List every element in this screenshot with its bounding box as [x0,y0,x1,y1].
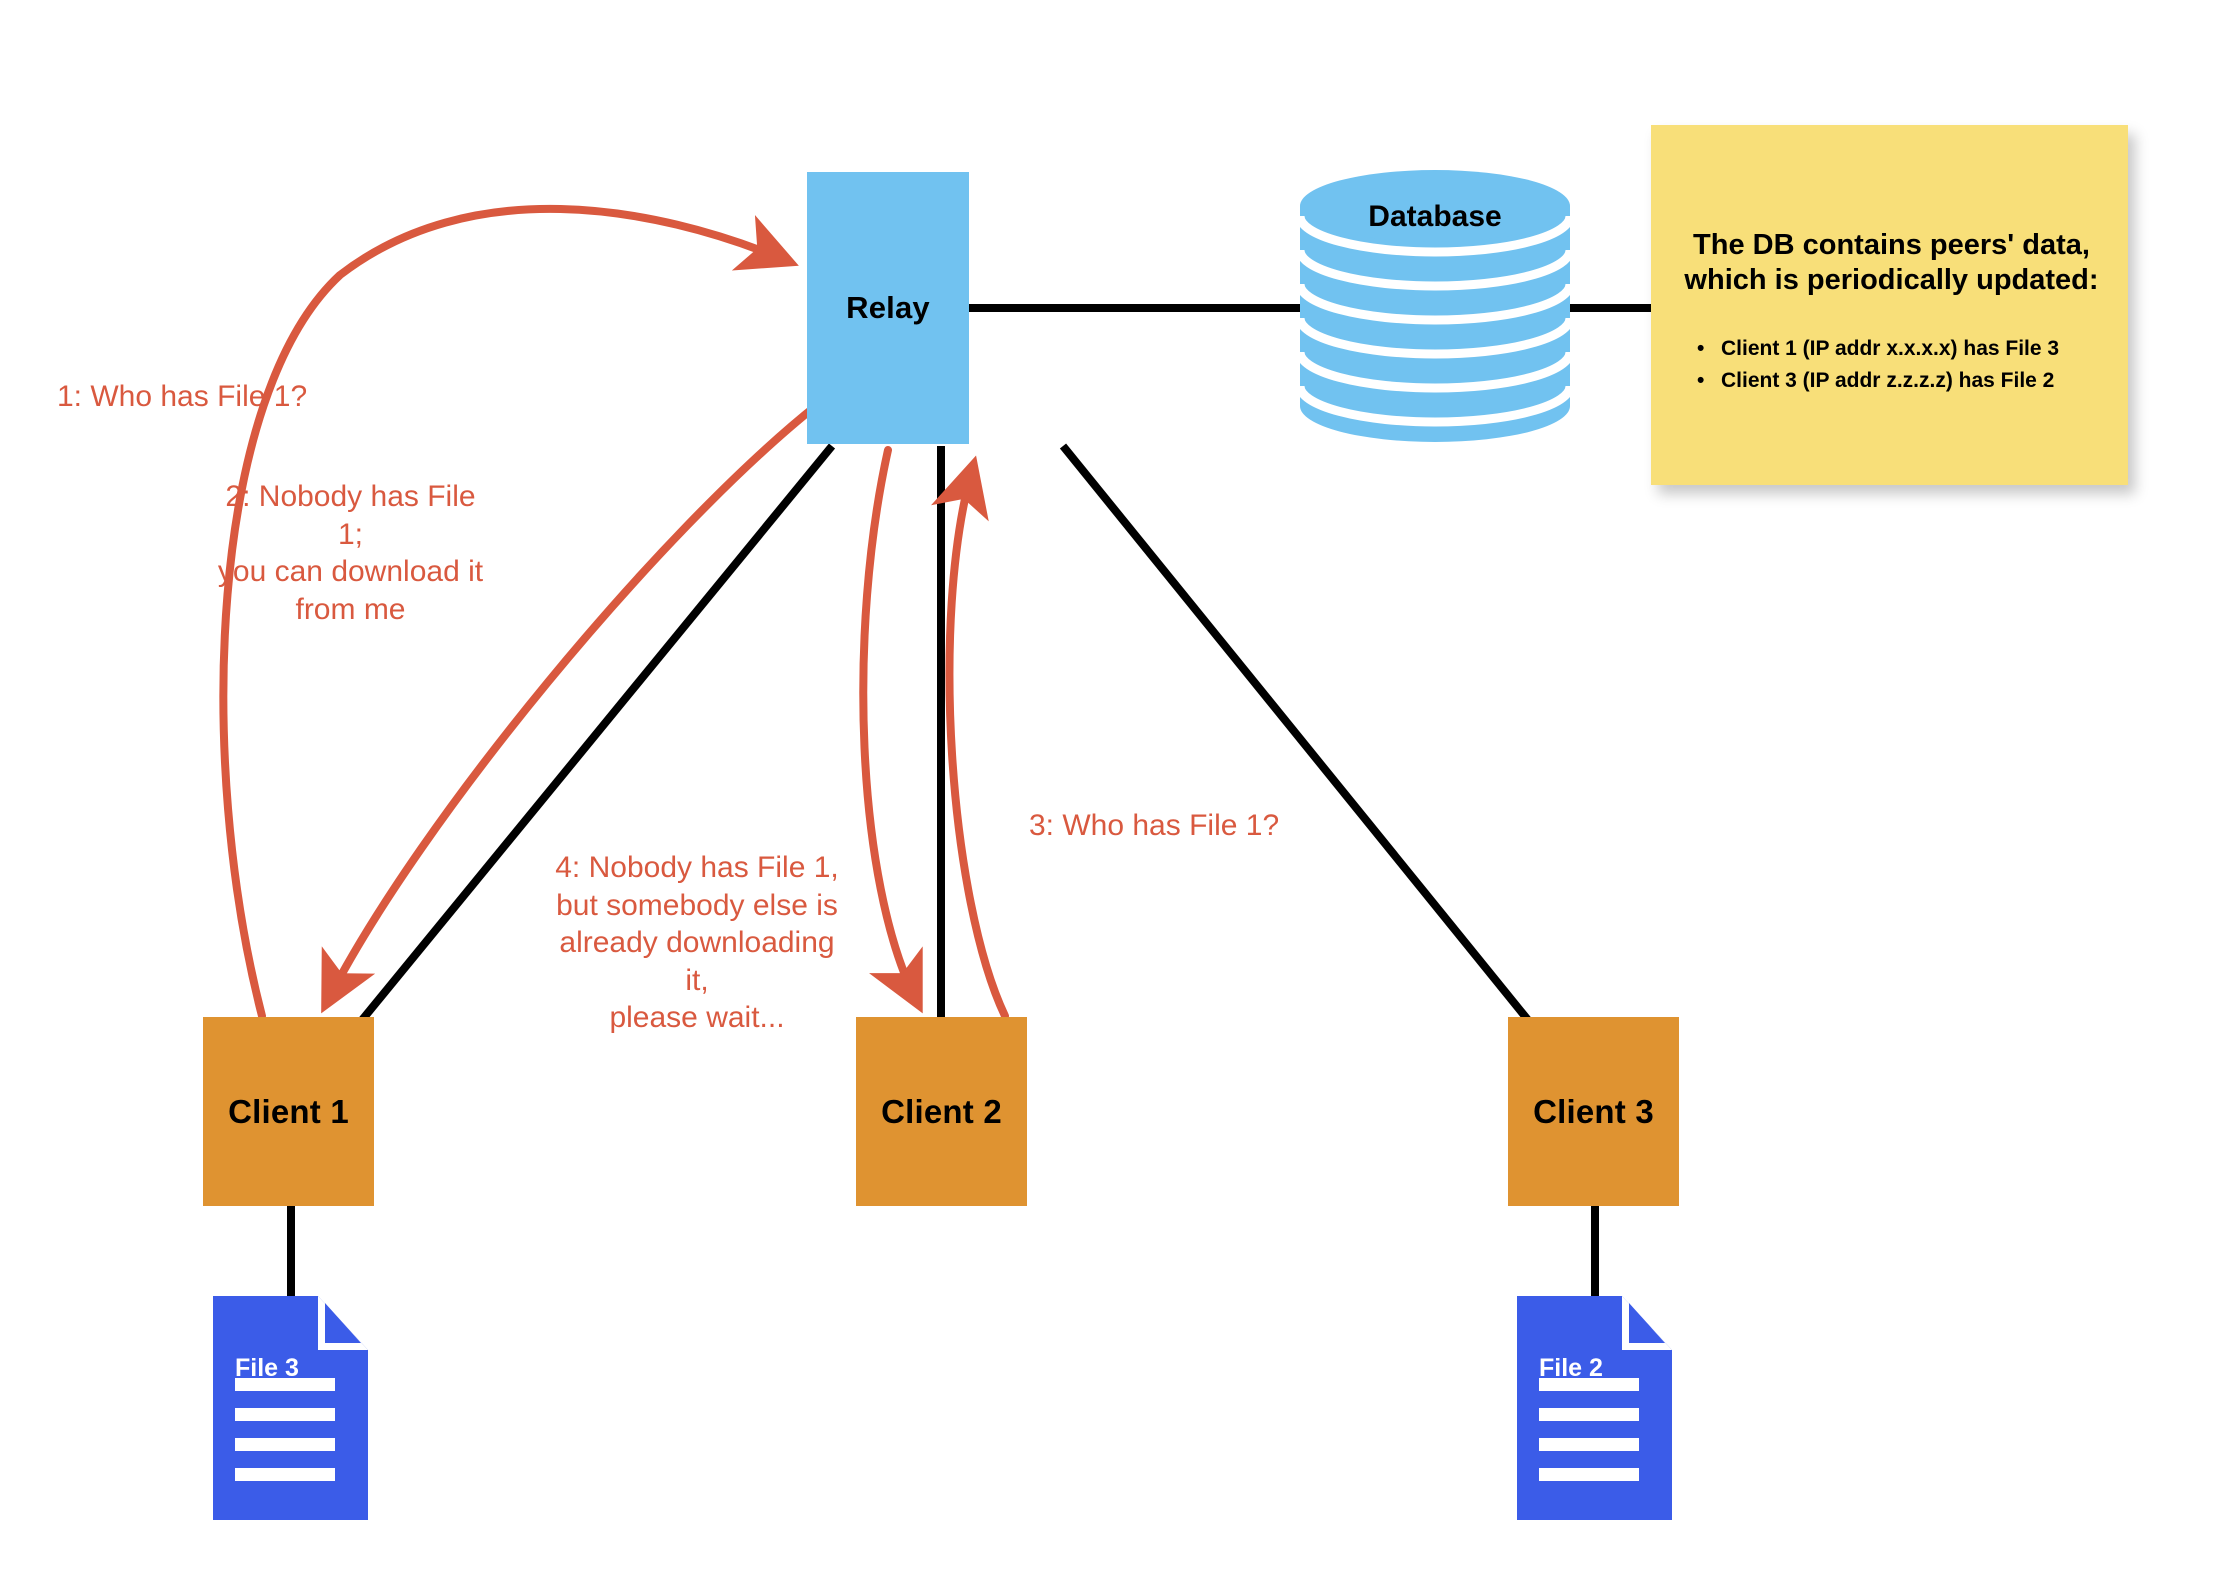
file-3-icon-shape [213,1296,368,1520]
annotation-step-4: 4: Nobody has File 1, but somebody else … [555,851,839,1034]
annotation-step-3: 3: Who has File 1? [1029,809,1280,842]
database-note[interactable]: The DB contains peers' data, which is pe… [1651,125,2128,485]
client-3-label: Client 3 [1533,1092,1654,1130]
file-2-icon-shape [1517,1296,1672,1520]
client-2-node[interactable]: Client 2 [856,1017,1027,1206]
flow-4-relay-to-client2 [859,446,923,1014]
link-relay-client1 [358,443,836,1023]
file-2-icon[interactable]: File 2 [1517,1296,1672,1520]
file-3-label: File 3 [235,1354,299,1382]
note-list: Client 1 (IP addr x.x.x.x) has File 3 Cl… [1687,333,2059,397]
note-title: The DB contains peers' data, which is pe… [1684,229,2099,297]
note-list-item: Client 3 (IP addr z.z.z.z) has File 2 [1697,365,2059,397]
client-3-node[interactable]: Client 3 [1508,1017,1679,1206]
flow-1-client1-to-relay [219,204,799,1020]
file-2-label: File 2 [1539,1354,1603,1382]
client-1-label: Client 1 [228,1092,349,1130]
database-node[interactable]: Database [1300,170,1570,442]
relay-node[interactable]: Relay [807,172,969,444]
database-label: Database [1368,200,1502,233]
annotation-step-1: 1: Who has File 1? [57,380,308,413]
client-2-label: Client 2 [881,1092,1002,1130]
note-list-item: Client 1 (IP addr x.x.x.x) has File 3 [1697,333,2059,365]
database-cylinder-shape [1295,170,1575,442]
client-1-node[interactable]: Client 1 [203,1017,374,1206]
annotation-step-2: 2: Nobody has File 1; you can download i… [217,480,484,626]
flow-2-relay-to-client1 [321,401,821,1014]
file-3-icon[interactable]: File 3 [213,1296,368,1520]
link-relay-client3 [1059,443,1532,1023]
relay-label: Relay [846,290,930,325]
flow-3-client2-to-relay [930,455,1009,1020]
